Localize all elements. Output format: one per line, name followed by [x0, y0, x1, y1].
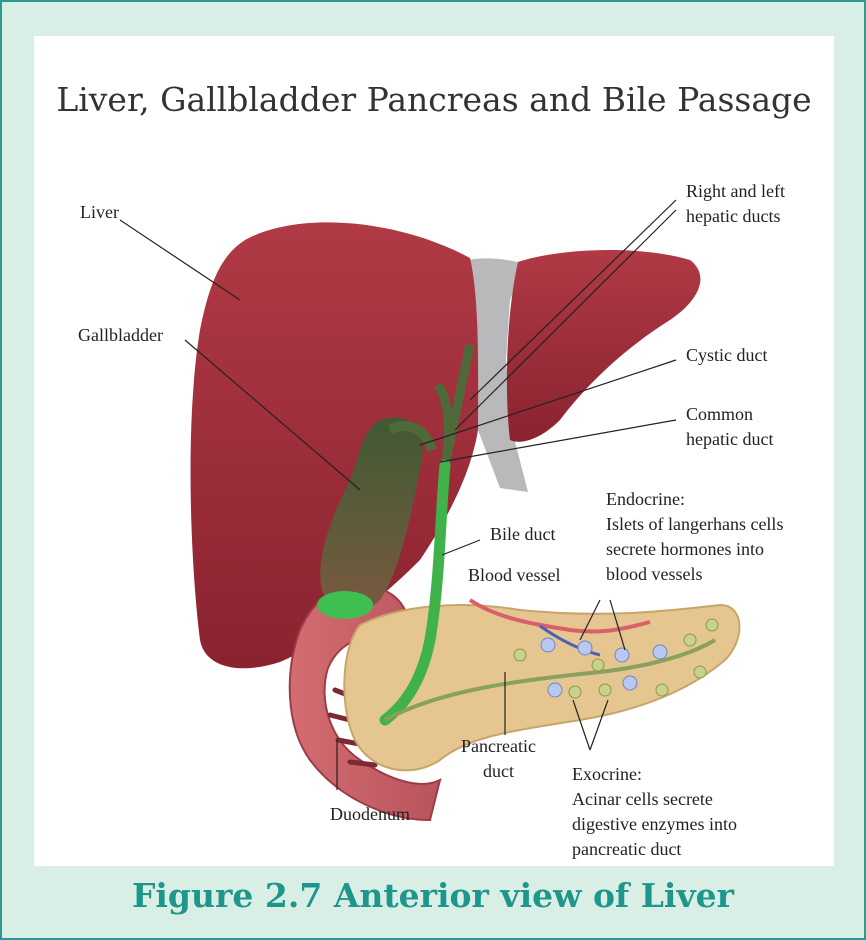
label-duodenum: Duodenum [330, 804, 410, 824]
label-hepatic-ducts-2: hepatic ducts [686, 206, 780, 226]
label-exocrine-2: Acinar cells secrete [572, 789, 713, 809]
figure-caption: Figure 2.7 Anterior view of Liver [0, 876, 866, 915]
pancreas [344, 605, 739, 770]
label-exocrine-1: Exocrine: [572, 764, 642, 784]
label-exocrine-3: digestive enzymes into [572, 814, 737, 834]
label-exocrine-4: pancreatic duct [572, 839, 681, 859]
label-common-hepatic-1: Common [686, 404, 753, 424]
label-endocrine-2: Islets of langerhans cells [606, 514, 783, 534]
label-pancreatic-duct-1: Pancreatic [461, 736, 536, 756]
label-pancreatic-duct-2: duct [483, 761, 514, 781]
label-blood-vessel: Blood vessel [468, 565, 561, 585]
label-bile-duct: Bile duct [490, 524, 556, 544]
liver-left-lobe [507, 250, 701, 442]
label-cystic-duct: Cystic duct [686, 345, 768, 365]
label-endocrine-1: Endocrine: [606, 489, 685, 509]
label-common-hepatic-2: hepatic duct [686, 429, 773, 449]
label-gallbladder: Gallbladder [78, 325, 163, 345]
label-endocrine-3: secrete hormones into [606, 539, 764, 559]
label-endocrine-4: blood vessels [606, 564, 703, 584]
gallbladder-fundus [317, 591, 373, 619]
label-hepatic-ducts-1: Right and left [686, 181, 785, 201]
label-liver: Liver [80, 202, 119, 222]
